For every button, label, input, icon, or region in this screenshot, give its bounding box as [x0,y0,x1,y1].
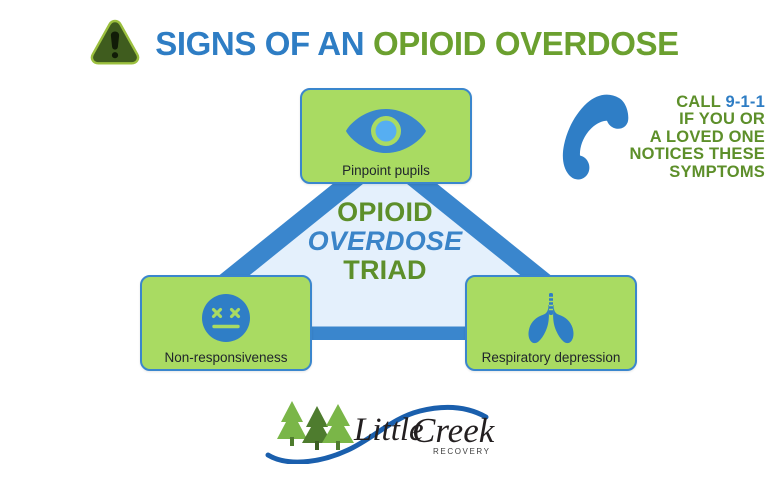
swoosh-icon [265,404,489,464]
lungs-icon-wrap [522,291,580,345]
dead-face-icon [202,294,250,342]
pine-trees-icon [277,401,354,450]
triad-line-1: OPIOID [337,197,433,227]
call-line-3: A LOVED ONE [649,127,765,146]
page-title-part2: OPIOID OVERDOSE [372,24,679,62]
triad-line-3: TRIAD [343,255,427,286]
symptom-card-pinpoint-pupils[interactable]: Pinpoint pupils [300,88,472,184]
triad-line-2: OVERDOSE [307,226,463,257]
call-line-2: IF YOU OR [679,110,765,129]
call-instructions: CALL 9-1-1 IF YOU OR A LOVED ONE NOTICES… [625,93,765,181]
page-title: SIGNS OF AN OPIOID OVERDOSE [155,24,679,62]
symptom-label-pinpoint-pupils: Pinpoint pupils [342,163,430,178]
logo-word-little: Little [353,412,424,448]
dead-face-icon-wrap [201,291,251,345]
warning-triangle-icon [90,19,140,65]
call-line-1-prefix: CALL [676,93,726,111]
call-line-1: CALL 9-1-1 [625,93,765,111]
eye-icon [346,109,426,153]
call-911-block: CALL 9-1-1 IF YOU OR A LOVED ONE NOTICES… [553,92,765,212]
eye-icon-wrap [344,104,428,158]
call-line-4: NOTICES THESE [629,145,765,164]
symptom-label-respiratory-depression: Respiratory depression [481,350,621,365]
logo-tagline: RECOVERY [433,447,491,456]
symptom-card-non-responsiveness[interactable]: Non-responsiveness [140,275,312,371]
page-title-part1: SIGNS OF AN [155,24,365,62]
call-line-5: SYMPTOMS [669,162,765,181]
logo-graphic: Little Creek RECOVERY [265,401,496,464]
page-header: SIGNS OF AN OPIOID OVERDOSE [0,12,768,74]
little-creek-logo[interactable]: Little Creek RECOVERY [262,398,498,464]
call-emergency-number: 9-1-1 [725,93,765,111]
phone-handset-icon [562,94,629,180]
symptom-label-non-responsiveness: Non-responsiveness [164,350,288,365]
lungs-icon [528,293,574,344]
symptom-card-respiratory-depression[interactable]: Respiratory depression [465,275,637,371]
logo-word-creek: Creek [412,411,496,450]
triad-label: OPIOID OVERDOSE TRIAD [255,197,515,286]
